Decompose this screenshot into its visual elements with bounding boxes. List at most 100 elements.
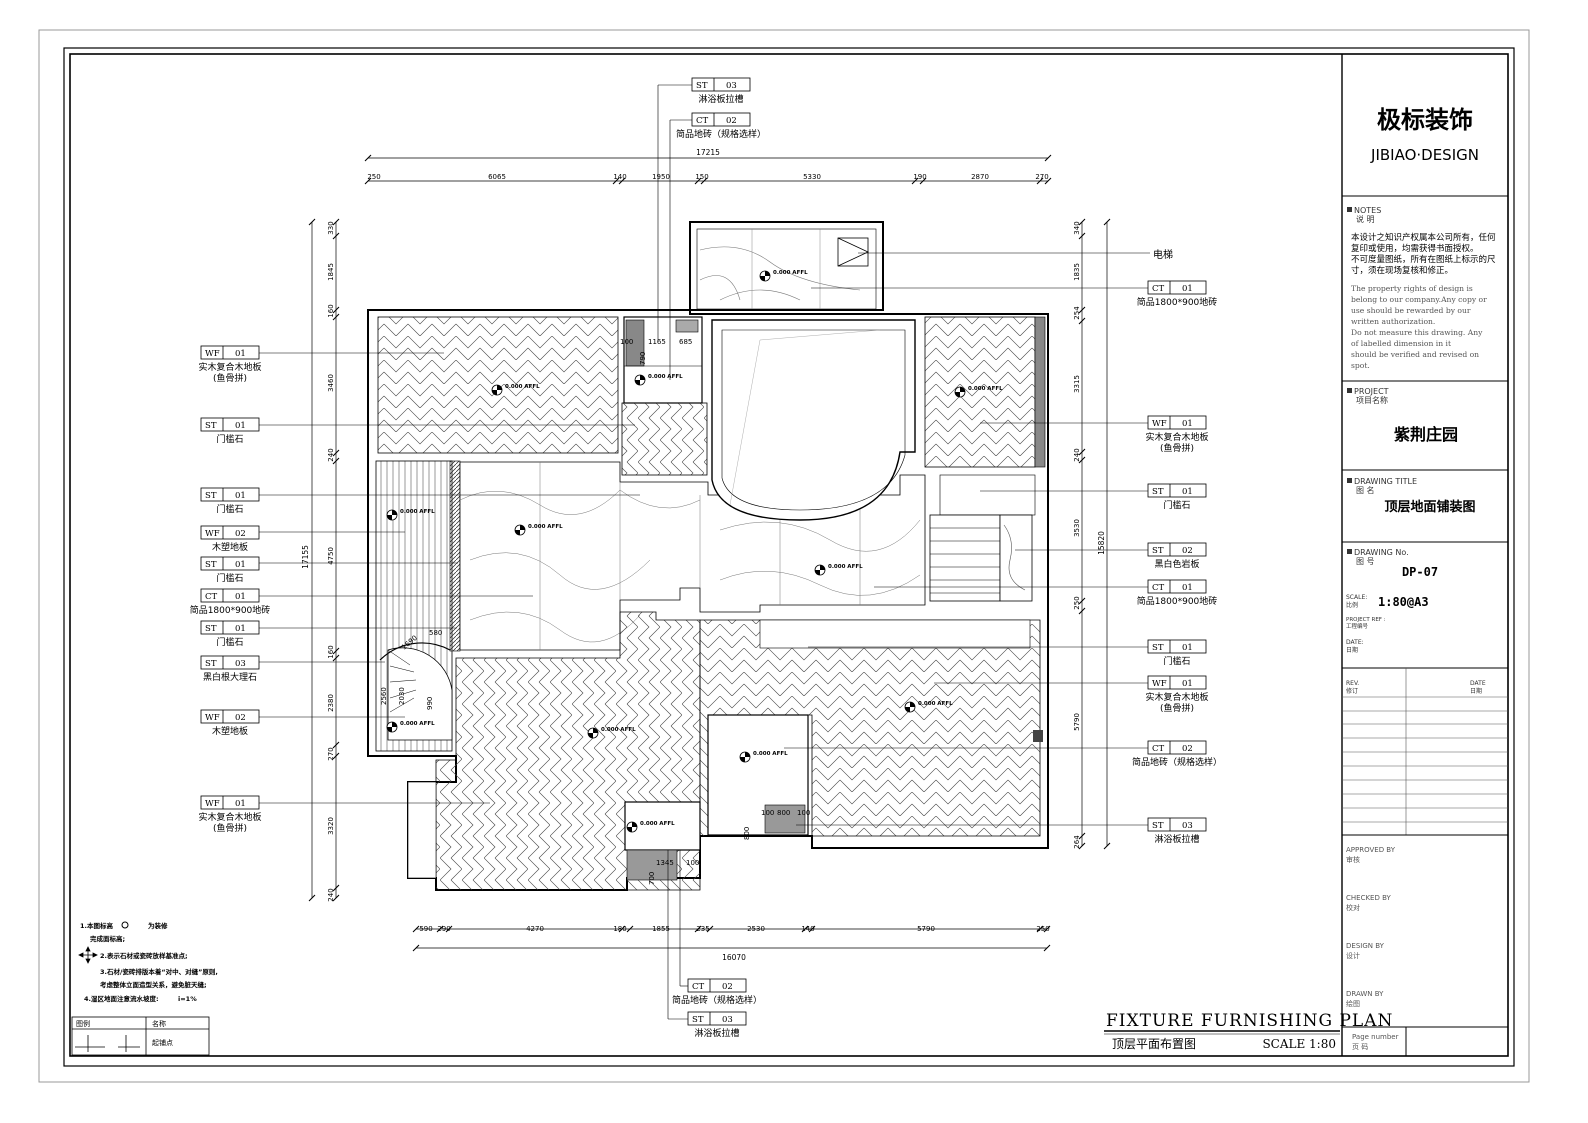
notes-en-line-5: Do not measure this drawing. Any [1351, 328, 1483, 337]
approved-label-en: APPROVED BY [1346, 846, 1396, 854]
tag-right-6-code: ST [1152, 643, 1164, 653]
dim-right-1: 340 [1073, 221, 1081, 234]
tag-left-7-code: ST [205, 624, 217, 634]
dim-bottom-6: 235 [696, 925, 709, 933]
level-tag-5: 0.000 AFFL [968, 386, 1003, 392]
level-tag-2: 0.000 AFFL [400, 509, 435, 515]
project-name: 紫荆庄园 [1394, 425, 1458, 444]
legend-note-3: 3.石材/瓷砖排版本着“对中、对缝”原则, [100, 967, 218, 976]
dim-right-5: 240 [1073, 448, 1081, 461]
datum-arrow-icon [78, 946, 98, 964]
dims-right: 340 1835 254 3315 240 3530 250 5790 264 [1073, 221, 1081, 848]
legend-table: 图例 名称 起铺点 [71, 1016, 210, 1056]
tag-bottom-1-code: CT [692, 982, 705, 992]
rev-label-cn: 修订 [1346, 687, 1358, 695]
dim-bottom-4: 180 [613, 925, 626, 933]
checked-label-en: CHECKED BY [1346, 894, 1392, 902]
notes-label-en: NOTES [1354, 206, 1381, 215]
project-bullet-icon [1347, 388, 1352, 393]
level-tag-3: 0.000 AFFL [528, 524, 563, 530]
level-tag-1: 0.000 AFFL [505, 384, 540, 390]
dim-bottom-9: 5790 [917, 925, 935, 933]
tag-right-3-label: 门槛石 [1163, 499, 1190, 511]
tag-left-9-num: 02 [235, 713, 246, 723]
scale-label-en: SCALE: [1346, 594, 1367, 601]
level-marker-7: 0.000 AFFL [814, 564, 863, 576]
notes-cn-line-3: 不可度量图纸，所有在图纸上标示的尺 [1351, 254, 1496, 265]
tag-left-6-code: CT [205, 592, 218, 602]
dim-left-2: 1845 [327, 263, 335, 281]
outer-border [38, 29, 1530, 1083]
elevator-lobby [689, 221, 884, 311]
notes-cn-line-4: 寸，须在现场复核和修正。 [1351, 265, 1453, 276]
tag-right-2-num: 01 [1182, 419, 1193, 429]
date-label-cn: 日期 [1346, 646, 1358, 654]
notes-label-cn: 说 明 [1356, 214, 1375, 224]
legend-table-h1: 图例 [76, 1019, 90, 1028]
level-tag-4: 0.000 AFFL [648, 374, 683, 380]
title-block [1341, 54, 1508, 1056]
dim-bottom-2: 290 [437, 925, 450, 933]
tag-right-5-code: CT [1152, 583, 1165, 593]
tag-right-1-num: 01 [1182, 284, 1193, 294]
drawing-no-label-cn: 图 号 [1356, 557, 1375, 566]
notes-cn-line-1: 本设计之知识产权属本公司所有，任何 [1351, 232, 1496, 243]
inner-dim-13: 100 [797, 809, 810, 817]
drawn-label-en: DRAWN BY [1346, 990, 1384, 998]
dim-right-4: 3315 [1073, 375, 1081, 393]
tag-left-8-code: ST [205, 659, 217, 669]
tag-right-3-code: ST [1152, 487, 1164, 497]
level-marker-10: 0.000 AFFL [739, 751, 788, 763]
dim-left-10: 3320 [327, 817, 335, 835]
legend-note-1b: 为装修 [148, 921, 168, 930]
bath-bottom [624, 801, 701, 851]
dim-left-11: 240 [327, 888, 335, 901]
level-marker-3: 0.000 AFFL [514, 524, 563, 536]
dim-right-6: 3530 [1073, 519, 1081, 537]
level-marker-6: 0.000 AFFL [759, 270, 808, 282]
dim-bottom-7: 2530 [747, 925, 765, 933]
tag-left-1-label: 实木复合木地板 [198, 361, 261, 373]
drawing-title-label-cn: 图 名 [1356, 485, 1375, 495]
level-symbol-icon [121, 921, 129, 929]
tag-right-4-num: 02 [1182, 546, 1193, 556]
tag-top-1-code: ST [696, 81, 708, 91]
level-marker-12: 0.000 AFFL [386, 721, 435, 733]
tag-left-10-num: 01 [235, 799, 246, 809]
tag-bottom-2-label: 淋浴板拉槽 [694, 1027, 739, 1039]
legend-note-4: 4.湿区地面注意流水坡度: [84, 994, 159, 1003]
inner-dim-10: 990 [426, 697, 434, 710]
tag-left-8-num: 03 [235, 659, 246, 669]
legend-note-1: 1.本图标高 [80, 921, 113, 930]
rock-slab-floor [999, 514, 1033, 602]
tag-top-1-label: 淋浴板拉槽 [698, 93, 743, 105]
inner-dim-4: 790 [639, 352, 647, 365]
tag-left-10-label2: (鱼骨拼) [213, 822, 247, 834]
company-name-cn: 极标装饰 [1377, 106, 1473, 134]
elevator-icon [837, 237, 869, 267]
dim-left-total: 17155 [301, 545, 310, 569]
tag-right-7-num: 01 [1182, 679, 1193, 689]
tag-top-2-label: 简品地砖（规格选样） [676, 128, 766, 140]
notes-en-line-1: The property rights of design is [1351, 284, 1473, 293]
tag-right-7-label2: (鱼骨拼) [1160, 702, 1194, 714]
legend-table-v: 起铺点 [152, 1038, 173, 1047]
dim-left-8: 2380 [327, 694, 335, 712]
design-label-cn: 设计 [1346, 951, 1360, 960]
dim-right-9: 264 [1073, 835, 1081, 849]
level-marker-2: 0.000 AFFL [386, 509, 435, 521]
dimension-ticks [308, 154, 1111, 952]
tag-right-6-num: 01 [1182, 643, 1193, 653]
dim-left-6: 4750 [327, 547, 335, 565]
tag-right-4-code: ST [1152, 546, 1164, 556]
